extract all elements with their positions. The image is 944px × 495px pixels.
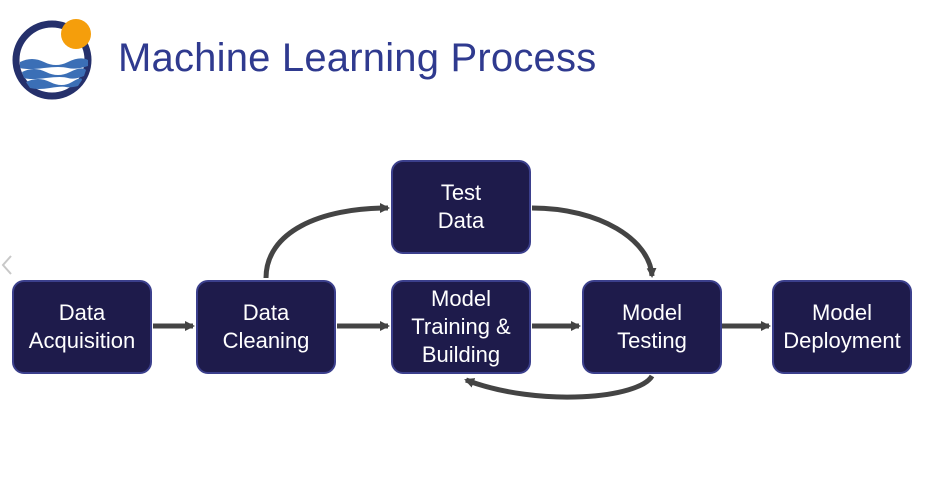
node-label-line: Data	[437, 208, 485, 233]
node-label-line: Acquisition	[28, 328, 136, 353]
node-model-deployment: Model Deployment	[772, 280, 912, 374]
page-title: Machine Learning Process	[118, 36, 597, 80]
node-test-data: Test Data	[391, 160, 531, 254]
node-data-cleaning: Data Cleaning	[196, 280, 336, 374]
edge-test-data-to-testing	[531, 205, 657, 278]
node-label-line: Model	[812, 300, 872, 325]
node-label-line: Data	[242, 300, 290, 325]
edge-testing-to-training	[464, 374, 655, 400]
node-label-line: Model	[431, 286, 491, 311]
node-label-line: Data	[58, 300, 106, 325]
edge-cleaning-to-test-data	[263, 203, 390, 279]
sun-over-waves-logo	[12, 19, 92, 100]
node-label-line: Test	[440, 180, 482, 205]
node-data-acquisition: Data Acquisition	[12, 280, 152, 374]
node-label-line: Testing	[617, 328, 687, 353]
node-model-testing: Model Testing	[582, 280, 722, 374]
node-label-line: Training &	[411, 314, 511, 339]
chevron-left-icon[interactable]	[0, 252, 14, 278]
node-label-line: Building	[421, 342, 501, 367]
node-label-line: Cleaning	[222, 328, 310, 353]
node-model-training-building: Model Training & Building	[391, 280, 531, 374]
node-label-line: Deployment	[783, 328, 901, 353]
node-label-line: Model	[622, 300, 682, 325]
